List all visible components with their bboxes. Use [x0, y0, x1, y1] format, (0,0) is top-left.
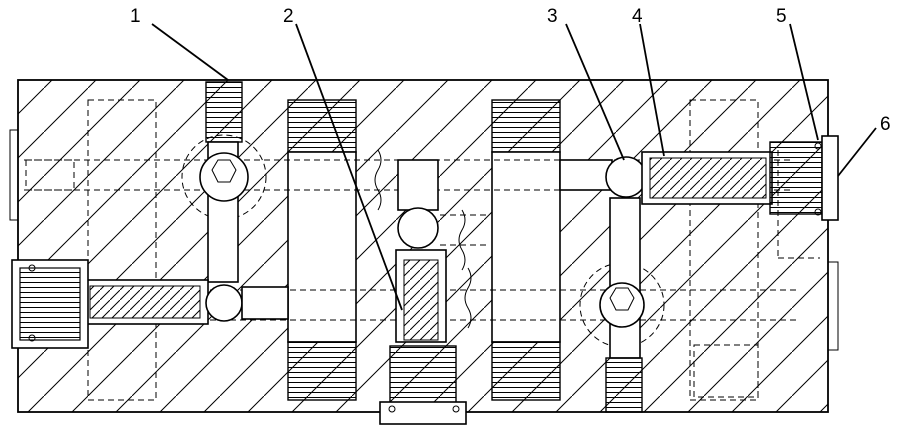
callout-1: 1 [130, 6, 141, 27]
leader-lines [151, 23, 877, 311]
center-valve-assembly [379, 159, 467, 425]
threaded-cavities [287, 99, 561, 401]
callout-4: 4 [632, 6, 643, 27]
callout-6: 6 [880, 114, 891, 135]
callout-labels: 1 2 3 4 5 6 [130, 6, 891, 135]
callout-5: 5 [776, 6, 787, 27]
right-valve-assembly [559, 135, 839, 413]
callout-3: 3 [547, 6, 558, 27]
break-lines [374, 149, 472, 329]
callout-2: 2 [283, 6, 294, 27]
left-valve-assembly [9, 81, 289, 349]
